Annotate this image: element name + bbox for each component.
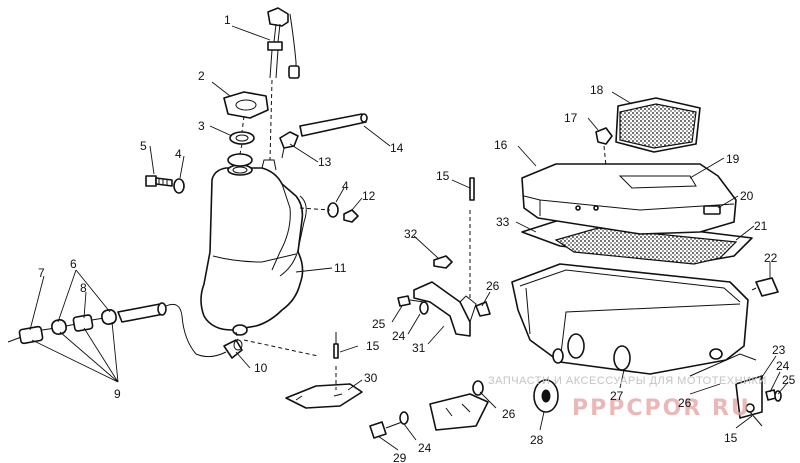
callout-24d: 24	[418, 441, 432, 455]
right-mount	[735, 375, 782, 427]
clip-22	[751, 277, 779, 297]
lower-bracket	[369, 393, 489, 439]
callout-26b: 26	[502, 407, 516, 421]
callout-21: 21	[754, 219, 768, 233]
callout-25c: 25	[782, 373, 796, 387]
callout-11: 11	[334, 261, 347, 275]
callout-30: 30	[364, 371, 378, 385]
callout-17: 17	[564, 111, 578, 125]
callout-16: 16	[494, 138, 508, 152]
vent-hose	[279, 113, 368, 159]
callout-6: 6	[70, 257, 77, 271]
callout-15: 15	[436, 169, 450, 183]
callout-4: 4	[175, 147, 182, 161]
callout-25: 25	[372, 317, 386, 331]
callout-4b: 4	[342, 179, 349, 193]
callout-1: 1	[224, 13, 231, 27]
grommet-28	[472, 379, 559, 413]
callout-18: 18	[590, 83, 604, 97]
airbox-base	[511, 263, 757, 377]
callout-29: 29	[393, 451, 407, 463]
callout-28: 28	[530, 433, 544, 447]
callout-31: 31	[412, 341, 426, 355]
bracket-31	[397, 177, 491, 337]
foam-block	[595, 97, 701, 167]
callout-24c: 24	[776, 359, 790, 373]
callout-5: 5	[140, 139, 147, 153]
callout-3: 3	[198, 119, 205, 133]
watermark-text: ЗАПЧАСТИ И АКСЕССУАРЫ ДЛЯ МОТОТЕХНИКИ	[488, 375, 767, 387]
callout-8: 8	[80, 281, 87, 295]
callout-19: 19	[726, 152, 740, 166]
callout-20: 20	[740, 189, 754, 203]
callout-26c: 26	[678, 396, 692, 410]
fasteners-left	[145, 175, 359, 223]
callout-22: 22	[764, 251, 778, 265]
callout-23: 23	[772, 343, 786, 357]
callout-14: 14	[390, 141, 404, 155]
callout-12: 12	[362, 189, 376, 203]
callout-10: 10	[254, 361, 268, 375]
callout-13: 13	[318, 155, 332, 169]
airbox-lid	[521, 163, 737, 235]
callout-7: 7	[38, 266, 45, 280]
callouts: 1 2 3 4 5 4 12 13 14 15 16 17 18 19 20 3…	[38, 13, 796, 463]
fuel-gauge-sender	[267, 7, 300, 161]
watermark-logo: PPPCPOR RU	[572, 396, 751, 421]
callout-24: 24	[392, 329, 406, 343]
fuel-line-assembly	[7, 302, 319, 359]
tank-cap-parts	[223, 91, 269, 167]
callout-27: 27	[610, 389, 624, 403]
leader-lines	[29, 25, 789, 451]
bracket-30	[285, 332, 363, 409]
callout-2: 2	[198, 69, 205, 83]
watermark: ЗАПЧАСТИ И АКСЕССУАРЫ ДЛЯ МОТОТЕХНИКИ PP…	[488, 375, 767, 421]
callout-9: 9	[114, 387, 121, 401]
callout-33: 33	[496, 215, 510, 229]
callout-26: 26	[486, 279, 500, 293]
callout-15b: 15	[366, 339, 380, 353]
callout-32: 32	[404, 227, 418, 241]
fuel-tank	[200, 159, 307, 336]
callout-15c: 15	[724, 431, 738, 445]
